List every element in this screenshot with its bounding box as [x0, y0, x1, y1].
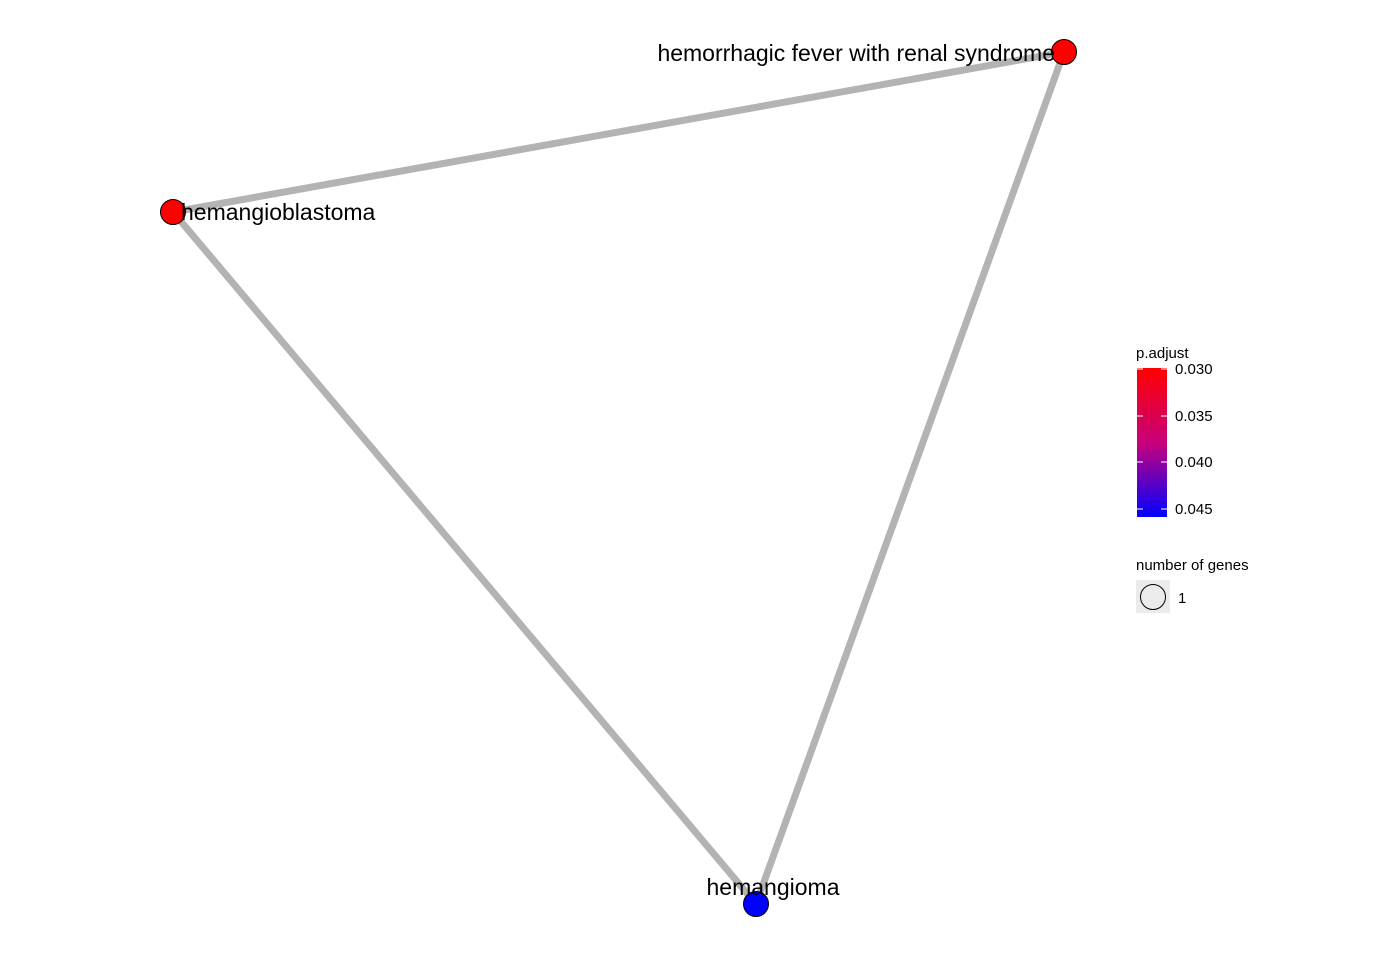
node-label-hemangioma: hemangioma [707, 874, 840, 900]
nodes [160, 39, 1077, 917]
node-hemangioma[interactable] [743, 891, 769, 917]
edges [170, 48, 1068, 907]
node-hfrs[interactable] [1051, 39, 1077, 65]
color-legend: p.adjust 0.030 0.035 0.040 0.045 [1136, 345, 1213, 518]
node-label-hemangioblastoma: hemangioblastoma [181, 199, 376, 225]
node-hemangioblastoma[interactable] [160, 199, 186, 225]
size-legend-key [1140, 584, 1166, 610]
size-legend-title: number of genes [1136, 557, 1249, 574]
size-legend: number of genes 1 [1136, 557, 1249, 613]
node-label-hfrs: hemorrhagic fever with renal syndrome [657, 40, 1055, 66]
edge-hemangioblastoma-hfrs [172, 48, 1065, 216]
node-labels: hemorrhagic fever with renal syndrome he… [181, 40, 1055, 900]
color-legend-tick-label: 0.035 [1175, 408, 1213, 425]
color-legend-ticks [1137, 368, 1167, 510]
edge-hfrs-hemangioma [752, 50, 1068, 906]
color-legend-tick-label: 0.045 [1175, 501, 1213, 518]
edge-hemangioblastoma-hemangioma [170, 209, 759, 907]
color-legend-title: p.adjust [1136, 345, 1189, 362]
color-legend-bar [1137, 368, 1167, 517]
color-legend-tick-label: 0.030 [1175, 361, 1213, 378]
size-legend-label: 1 [1178, 590, 1186, 607]
color-legend-tick-label: 0.040 [1175, 454, 1213, 471]
